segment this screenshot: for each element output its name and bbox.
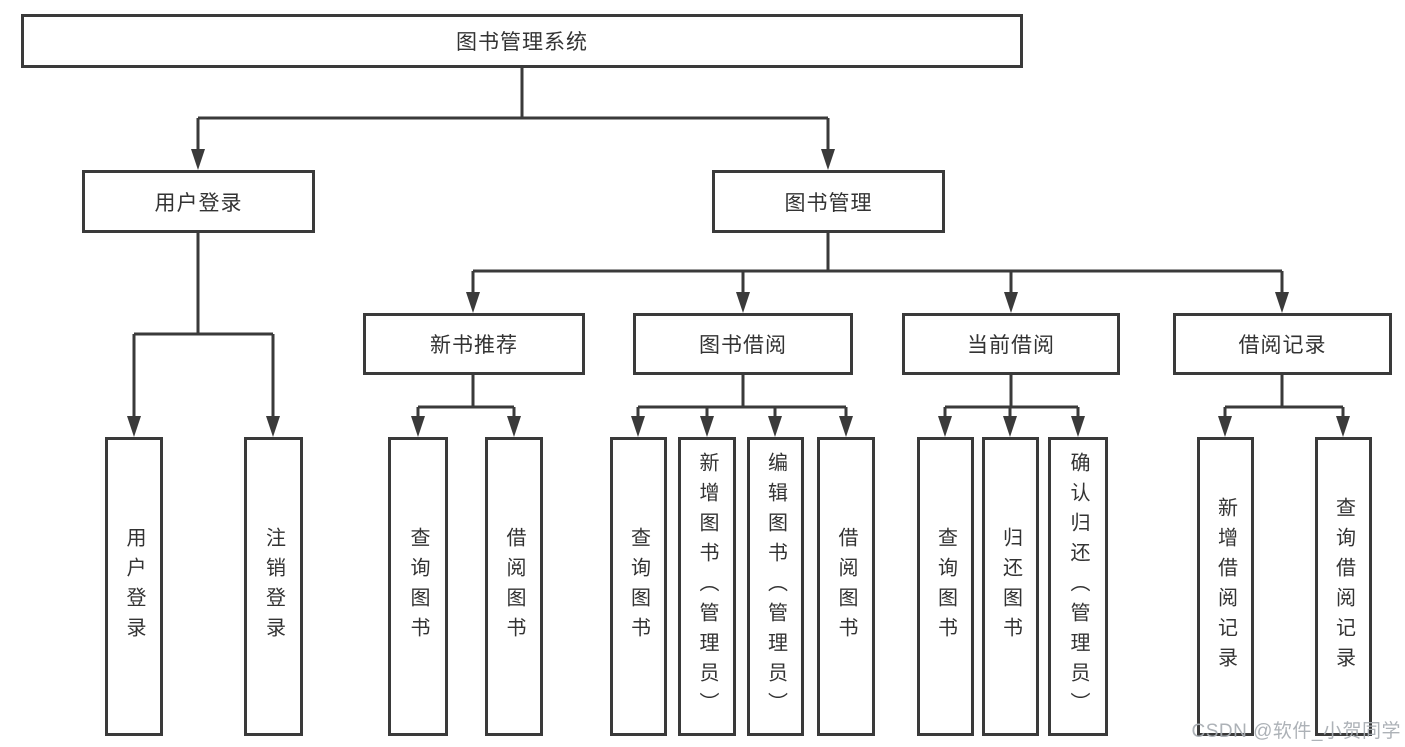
- leaf-edit-books-admin: 编辑图书（管理员）: [747, 437, 804, 736]
- leaf-user-login: 用户登录: [105, 437, 163, 736]
- node-new-book-recommend: 新书推荐: [363, 313, 585, 375]
- leaf-confirm-return-admin: 确认归还（管理员）: [1048, 437, 1108, 736]
- leaf-add-books-admin: 新增图书（管理员）: [678, 437, 736, 736]
- leaf-query-books-borrowing: 查询图书: [610, 437, 667, 736]
- leaf-add-borrow-record: 新增借阅记录: [1197, 437, 1254, 736]
- leaf-logout: 注销登录: [244, 437, 303, 736]
- leaf-borrow-books: 借阅图书: [817, 437, 875, 736]
- csdn-watermark: CSDN @软件_小贺同学: [1191, 721, 1401, 742]
- node-current-borrowing: 当前借阅: [902, 313, 1120, 375]
- node-user-login: 用户登录: [82, 170, 315, 233]
- node-book-borrowing: 图书借阅: [633, 313, 853, 375]
- leaf-query-borrow-record: 查询借阅记录: [1315, 437, 1372, 736]
- node-borrow-records: 借阅记录: [1173, 313, 1392, 375]
- leaf-borrow-books-recommend: 借阅图书: [485, 437, 543, 736]
- leaf-query-books-recommend: 查询图书: [388, 437, 448, 736]
- leaf-query-books-current: 查询图书: [917, 437, 974, 736]
- node-book-management: 图书管理: [712, 170, 945, 233]
- node-library-management-system: 图书管理系统: [21, 14, 1023, 68]
- leaf-return-books: 归还图书: [982, 437, 1039, 736]
